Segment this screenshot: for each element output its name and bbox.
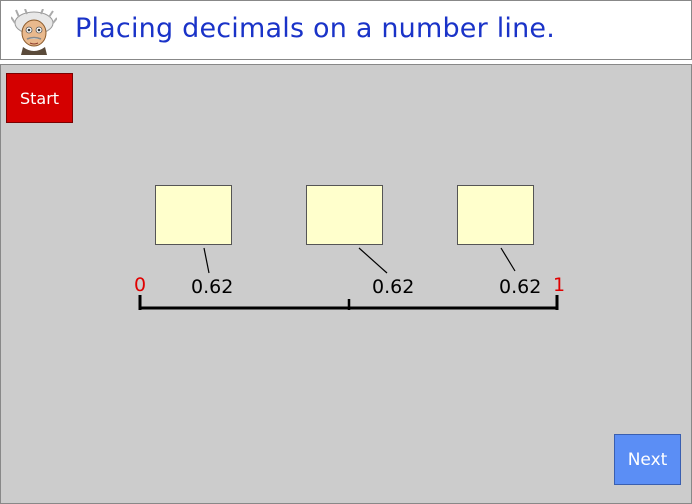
connector-line-2 (358, 247, 388, 274)
number-line (138, 247, 559, 310)
start-value-label: 0 (134, 274, 147, 296)
connector-line-3 (500, 247, 516, 272)
number-line-stage: Start 0 1 0.62 0.62 0.62 Next (0, 64, 692, 504)
decimal-label-3[interactable]: 0.62 (499, 276, 542, 298)
answer-box-3[interactable] (457, 185, 534, 245)
answer-box-1[interactable] (155, 185, 232, 245)
connector-line-1 (203, 247, 210, 274)
page-title: Placing decimals on a number line. (75, 13, 556, 44)
decimal-label-1[interactable]: 0.62 (191, 276, 234, 298)
next-button[interactable]: Next (614, 434, 681, 485)
end-value-label: 1 (553, 274, 566, 296)
decimal-label-2[interactable]: 0.62 (372, 276, 415, 298)
header-bar: Placing decimals on a number line. (0, 0, 692, 60)
einstein-avatar-icon (11, 9, 57, 55)
answer-box-2[interactable] (306, 185, 383, 245)
start-button[interactable]: Start (6, 73, 73, 123)
